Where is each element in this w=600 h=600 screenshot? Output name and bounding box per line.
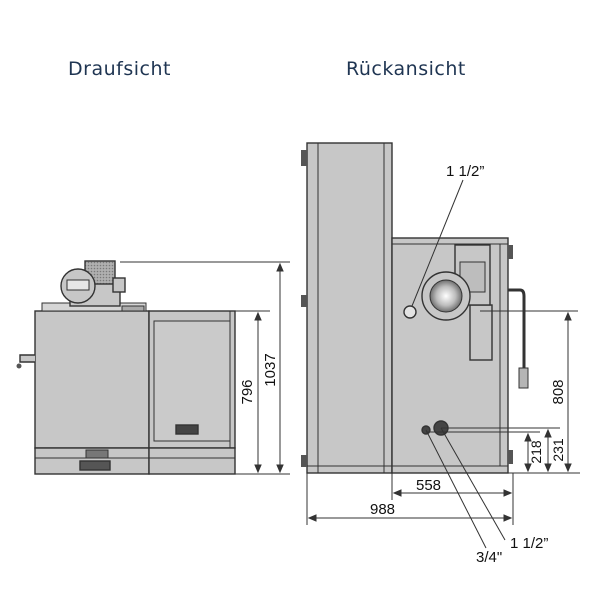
rear-view-title: Rückansicht (346, 58, 466, 80)
dim-796-label: 796 (239, 379, 256, 404)
side-handle-icon (19, 354, 35, 363)
top-view-drawing (16, 260, 236, 475)
fan-duct (469, 304, 493, 361)
slot (175, 424, 199, 435)
base-plinth-right (148, 447, 236, 475)
dim-231-label: 231 (550, 438, 566, 462)
cable-icon (508, 288, 526, 370)
dim-808-label: 808 (550, 379, 567, 404)
lower-large-connection-label: 1 1/2” (510, 535, 548, 552)
dim-1037-label: 1037 (262, 353, 279, 386)
upper-connection-label: 1 1/2” (446, 163, 484, 180)
dim-988-label: 988 (370, 501, 395, 518)
foot-dark (79, 460, 111, 471)
tall-column (306, 142, 393, 474)
top-view-title: Draufsicht (68, 58, 171, 80)
motor-label (66, 279, 90, 291)
foot (85, 449, 109, 459)
top-view-dimensions (120, 261, 290, 475)
lower-small-connection-label: 3/4" (476, 549, 502, 566)
dim-558-label: 558 (416, 477, 441, 494)
left-unit-body (34, 310, 150, 449)
rear-view-dimensions (306, 179, 580, 549)
upper-connection-icon (403, 305, 417, 319)
rear-view-drawing (301, 142, 529, 474)
right-unit-inner-panel (153, 320, 231, 442)
dim-218-label: 218 (528, 440, 544, 464)
